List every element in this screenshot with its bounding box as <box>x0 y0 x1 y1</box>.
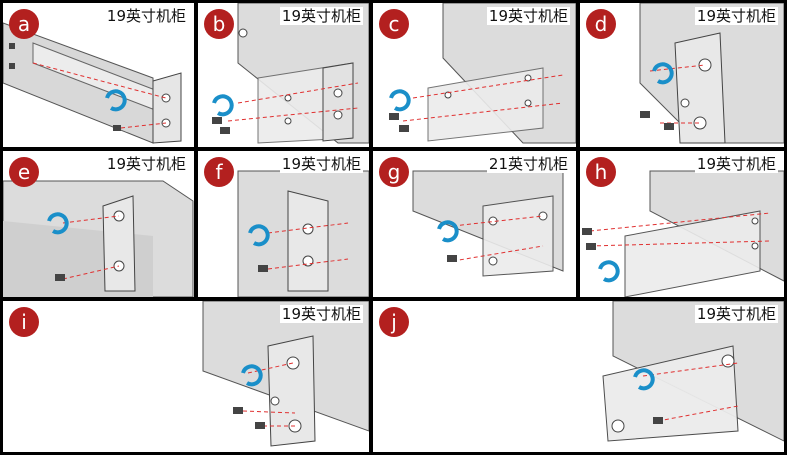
panel-i-illustration <box>202 301 369 447</box>
panel-j-illustration <box>602 301 784 442</box>
rack-size-label: 19英寸机柜 <box>104 155 188 173</box>
panel-g-illustration <box>412 170 564 277</box>
step-badge: c <box>379 9 409 39</box>
rack-size-label: 19英寸机柜 <box>279 305 363 323</box>
step-badge: b <box>204 9 234 39</box>
rack-size-label: 19英寸机柜 <box>694 305 778 323</box>
panel-g: g 21英寸机柜 <box>373 151 576 297</box>
panel-b: b 19英寸机柜 <box>198 3 369 147</box>
panel-c: c 19英寸机柜 <box>373 3 576 147</box>
panel-f-illustration <box>237 170 369 297</box>
rack-size-label: 19英寸机柜 <box>694 155 778 173</box>
step-badge: h <box>586 157 616 187</box>
rack-size-label: 19英寸机柜 <box>486 7 570 25</box>
step-badge: f <box>204 157 234 187</box>
step-badge: i <box>9 307 39 337</box>
panel-a-illustration <box>3 22 182 144</box>
panel-i: i 19英寸机柜 <box>3 301 369 452</box>
panel-a: a 19英寸机柜 <box>3 3 194 147</box>
step-badge: d <box>586 9 616 39</box>
rack-size-label: 19英寸机柜 <box>279 155 363 173</box>
rack-size-label: 19英寸机柜 <box>104 7 188 25</box>
step-badge: e <box>9 157 39 187</box>
panel-e: e 19英寸机柜 <box>3 151 194 297</box>
panel-b-illustration <box>212 3 369 144</box>
rack-size-label: 19英寸机柜 <box>694 7 778 25</box>
step-badge: j <box>379 307 409 337</box>
step-badge: a <box>9 9 39 39</box>
panel-j: j 19英寸机柜 <box>373 301 784 452</box>
panel-e-illustration <box>3 180 194 297</box>
rack-size-label: 19英寸机柜 <box>279 7 363 25</box>
step-badge: g <box>379 157 409 187</box>
panel-c-illustration <box>389 3 576 144</box>
panel-d: d 19英寸机柜 <box>580 3 784 147</box>
rack-size-label: 21英寸机柜 <box>486 155 570 173</box>
panel-d-illustration <box>639 3 784 144</box>
panel-f: f 19英寸机柜 <box>198 151 369 297</box>
panel-h: h 19英寸机柜 <box>580 151 784 297</box>
